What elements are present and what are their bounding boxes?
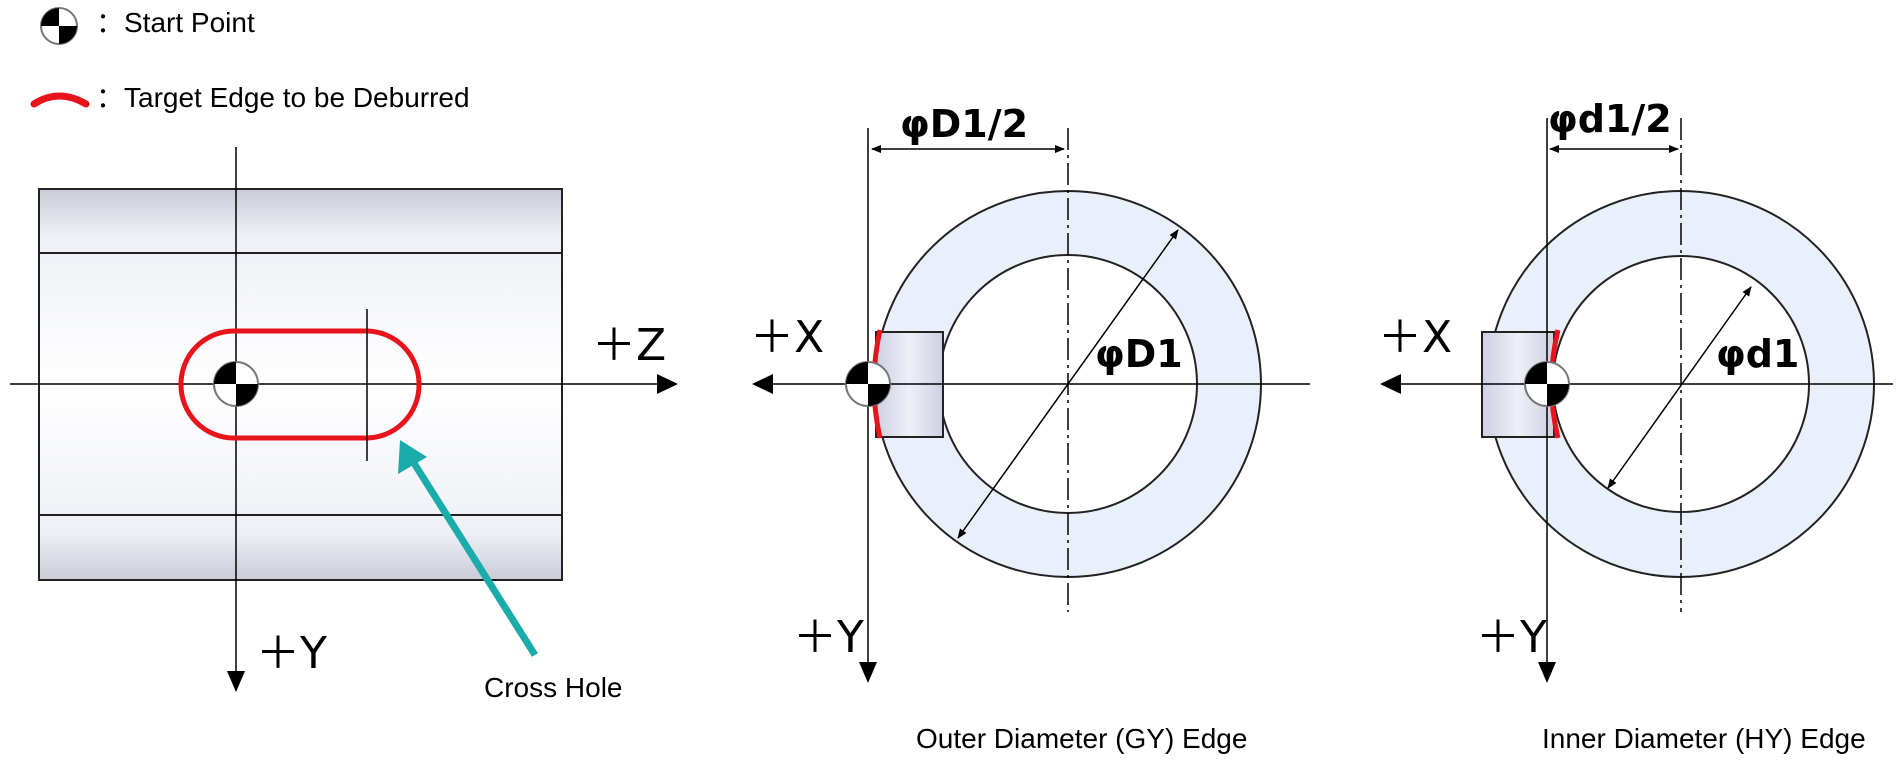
axis-label-y: ＋Y xyxy=(1476,612,1547,663)
target-edge-label: ：Target Edge to be Deburred xyxy=(96,82,470,113)
target-edge-icon xyxy=(30,92,90,108)
inner-view-caption: Inner Diameter (HY) Edge xyxy=(1542,723,1866,754)
outer-diameter-view: ＋X ＋Y φD1/2 φD1 Outer Diameter (GY) Edge xyxy=(750,102,1310,754)
dimension-label-radius: φd1/2 xyxy=(1548,97,1672,141)
axis-label-z: ＋Z xyxy=(592,320,666,371)
axis-label-y: ＋Y xyxy=(256,628,327,679)
start-point-label: ：Start Point xyxy=(96,7,255,38)
outer-view-caption: Outer Diameter (GY) Edge xyxy=(916,723,1247,754)
start-point-icon xyxy=(40,7,78,45)
y-axis-arrowhead xyxy=(859,662,877,683)
cross-hole-edge xyxy=(178,328,422,441)
axis-label-y: ＋Y xyxy=(793,612,864,663)
x-axis-arrowhead xyxy=(1380,374,1401,394)
side-view: ＋Z ＋Y Cross Hole xyxy=(10,147,678,703)
dimension-label-diameter: φd1 xyxy=(1716,332,1799,376)
dimension-label-diameter: φD1 xyxy=(1095,332,1183,376)
axis-label-x: ＋X xyxy=(1378,312,1452,363)
diameter-dimension-line xyxy=(957,229,1179,539)
z-axis-arrowhead xyxy=(657,374,678,394)
callout-arrowhead xyxy=(398,440,427,474)
axis-label-x: ＋X xyxy=(750,312,824,363)
inner-diameter-view: ＋X ＋Y φd1/2 φd1 Inner Diameter (HY) Edge xyxy=(1378,97,1893,754)
y-axis-arrowhead xyxy=(1538,662,1556,683)
x-axis-arrowhead xyxy=(752,374,773,394)
dimension-label-radius: φD1/2 xyxy=(900,102,1028,146)
start-point-icon xyxy=(213,361,259,407)
y-axis-arrowhead xyxy=(227,671,245,692)
legend: ：Start Point ：Target Edge to be Deburred xyxy=(30,7,470,113)
diameter-dimension-line xyxy=(1607,286,1752,489)
cross-hole-label: Cross Hole xyxy=(484,672,622,703)
callout-arrow xyxy=(409,458,538,657)
start-point-icon xyxy=(1524,361,1570,407)
start-point-icon xyxy=(845,361,891,407)
